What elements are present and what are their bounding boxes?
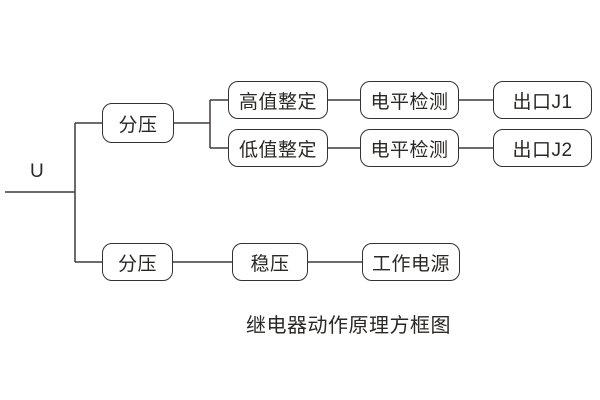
diagram-caption: 继电器动作原理方框图 — [246, 315, 451, 337]
node-label: 电平检测 — [370, 91, 449, 113]
node-working-power: 工作电源 — [362, 243, 460, 281]
node-label: 分压 — [117, 253, 157, 275]
node-voltage-divider-upper: 分压 — [102, 103, 174, 143]
node-label: 低值整定 — [238, 139, 317, 161]
node-label: 电平检测 — [370, 139, 449, 161]
node-label: 出口J2 — [512, 139, 573, 161]
node-label: 分压 — [118, 114, 158, 136]
node-level-detection-1: 电平检测 — [360, 81, 459, 119]
node-label: 稳压 — [250, 253, 290, 275]
node-high-value-setting: 高值整定 — [228, 81, 328, 119]
node-low-value-setting: 低值整定 — [228, 129, 328, 167]
node-output-j2: 出口J2 — [493, 129, 592, 167]
node-output-j1: 出口J1 — [493, 81, 592, 119]
node-label: 工作电源 — [371, 253, 450, 275]
node-voltage-regulator: 稳压 — [232, 243, 308, 281]
node-label: 出口J1 — [512, 91, 573, 113]
node-level-detection-2: 电平检测 — [360, 129, 459, 167]
node-label: 高值整定 — [238, 91, 317, 113]
node-voltage-divider-lower: 分压 — [102, 243, 173, 281]
input-voltage-label: U — [30, 161, 44, 182]
